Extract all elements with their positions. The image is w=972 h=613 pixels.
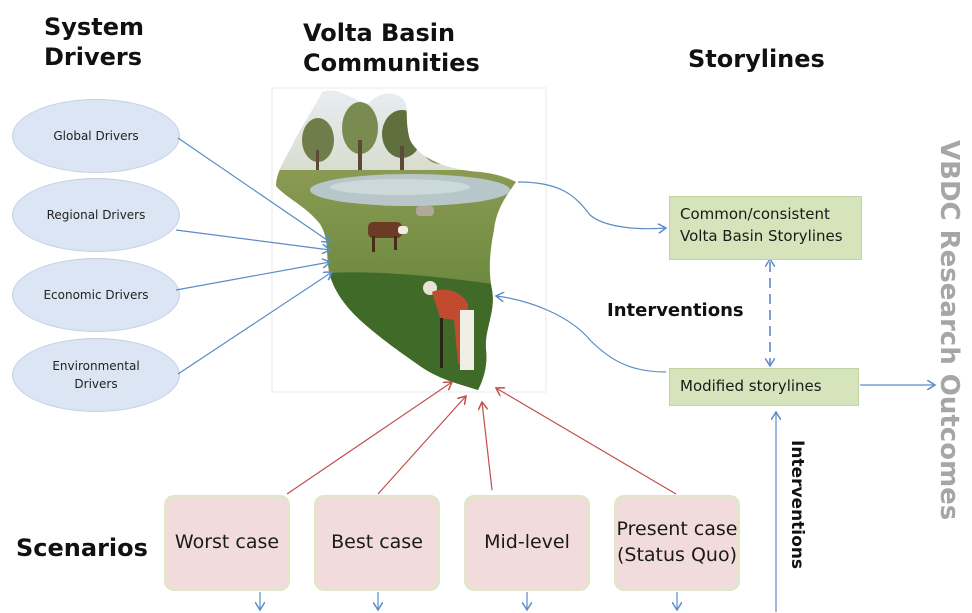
scenario-mid-level: Mid-level [464,495,590,591]
common-storylines-box: Common/consistent Volta Basin Storylines [669,196,862,260]
driver-economic: Economic Drivers [12,258,180,332]
interventions-label: Interventions [607,300,744,321]
scenarios-heading: Scenarios [16,534,148,562]
outcomes-label: VBDC Research Outcomes [934,140,964,521]
arrow-economic [175,262,330,291]
driver-global: Global Drivers [12,99,180,173]
arrow-worst-case [286,382,452,495]
modified-storylines-box: Modified storylines [669,368,859,406]
scenario-label: Worst case [174,531,280,554]
arrow-present-case [496,388,677,495]
arrow-mid-level [482,402,493,491]
scenario-worst-case: Worst case [164,495,290,591]
driver-label: Economic Drivers [43,288,149,302]
driver-label: Environmental Drivers [52,359,140,391]
arrow-map-to-common [517,181,666,229]
system-drivers-heading: System Drivers [44,13,144,71]
scenario-label: Present case (Status Quo) [616,518,738,566]
driver-regional: Regional Drivers [12,178,180,252]
arrow-best-case [377,396,466,495]
storylines-heading: Storylines [688,45,825,73]
arrow-environmental [177,272,332,375]
scenario-label: Mid-level [484,531,570,554]
interventions-vertical-label: Interventions [787,440,807,570]
scenario-present-case: Present case (Status Quo) [614,495,740,591]
common-storylines-label: Common/consistent Volta Basin Storylines [680,205,843,245]
modified-storylines-label: Modified storylines [680,377,822,395]
scenario-best-case: Best case [314,495,440,591]
driver-label: Global Drivers [53,129,139,143]
driver-label: Regional Drivers [46,208,146,222]
arrow-regional [175,229,330,250]
scenario-label: Best case [331,531,423,554]
driver-environmental: Environmental Drivers [12,338,180,412]
arrow-global [177,137,330,242]
communities-heading: Volta Basin Communities [303,19,480,77]
